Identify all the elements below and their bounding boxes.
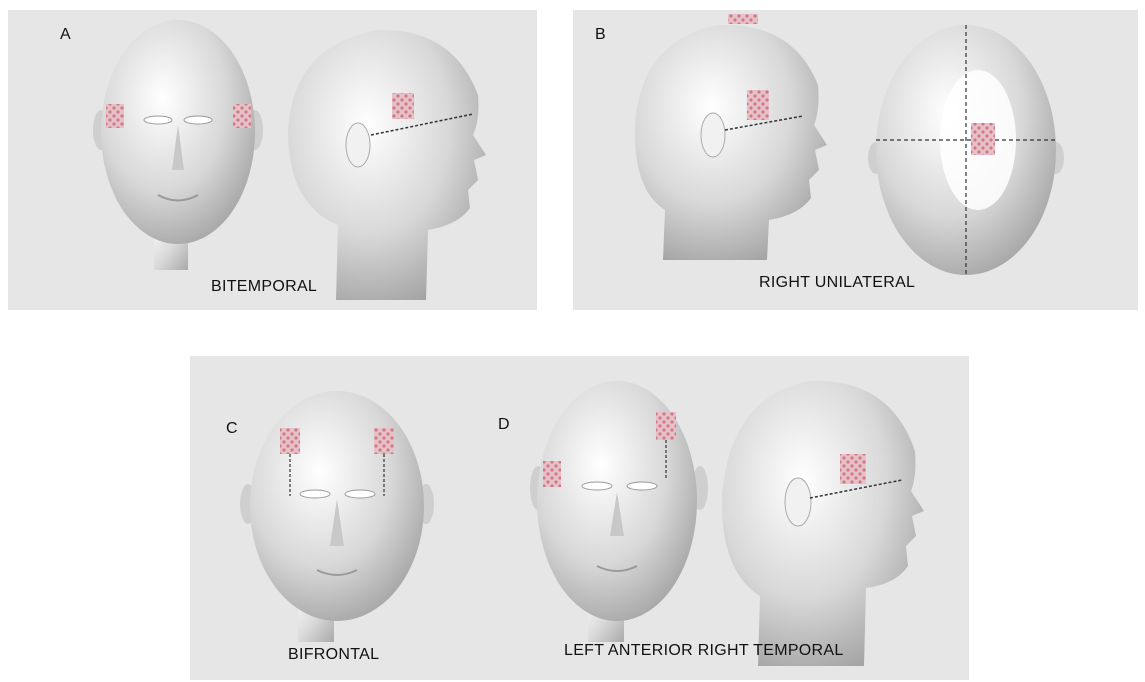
electrode-left-temporal bbox=[106, 104, 124, 128]
lower-illustrations bbox=[190, 356, 969, 680]
electrode-left-frontal bbox=[280, 428, 300, 454]
panel-bitemporal: A BITEMPORAL bbox=[8, 10, 537, 310]
electrode-side-temporal bbox=[840, 454, 866, 484]
electrode-left-temporal bbox=[543, 461, 561, 487]
caption-left-anterior-right-temporal: LEFT ANTERIOR RIGHT TEMPORAL bbox=[564, 642, 844, 660]
side-head-d bbox=[722, 381, 924, 666]
electrode-vertex bbox=[971, 123, 995, 155]
front-head-c bbox=[240, 391, 434, 642]
caption-bitemporal: BITEMPORAL bbox=[211, 278, 317, 296]
electrode-right-frontal bbox=[374, 428, 394, 454]
side-head-b bbox=[635, 14, 827, 260]
electrode-right-frontal bbox=[656, 412, 676, 440]
front-head-d bbox=[530, 381, 708, 642]
panel-lower: C D bbox=[190, 356, 969, 680]
electrode-side-temporal bbox=[392, 93, 414, 119]
electrode-right-temporal bbox=[747, 90, 769, 120]
caption-right-unilateral: RIGHT UNILATERAL bbox=[759, 274, 915, 292]
electrode-right-temporal bbox=[233, 104, 251, 128]
top-view-head bbox=[868, 25, 1064, 275]
electrode-vertex-edge bbox=[728, 14, 758, 24]
right-unilateral-illustration bbox=[573, 10, 1138, 310]
caption-bifrontal: BIFRONTAL bbox=[288, 646, 379, 664]
bitemporal-illustration bbox=[8, 10, 537, 310]
front-head-a bbox=[93, 20, 263, 270]
side-head-a bbox=[288, 30, 486, 300]
panel-right-unilateral: B RIGHT UNILATERAL bbox=[573, 10, 1138, 310]
